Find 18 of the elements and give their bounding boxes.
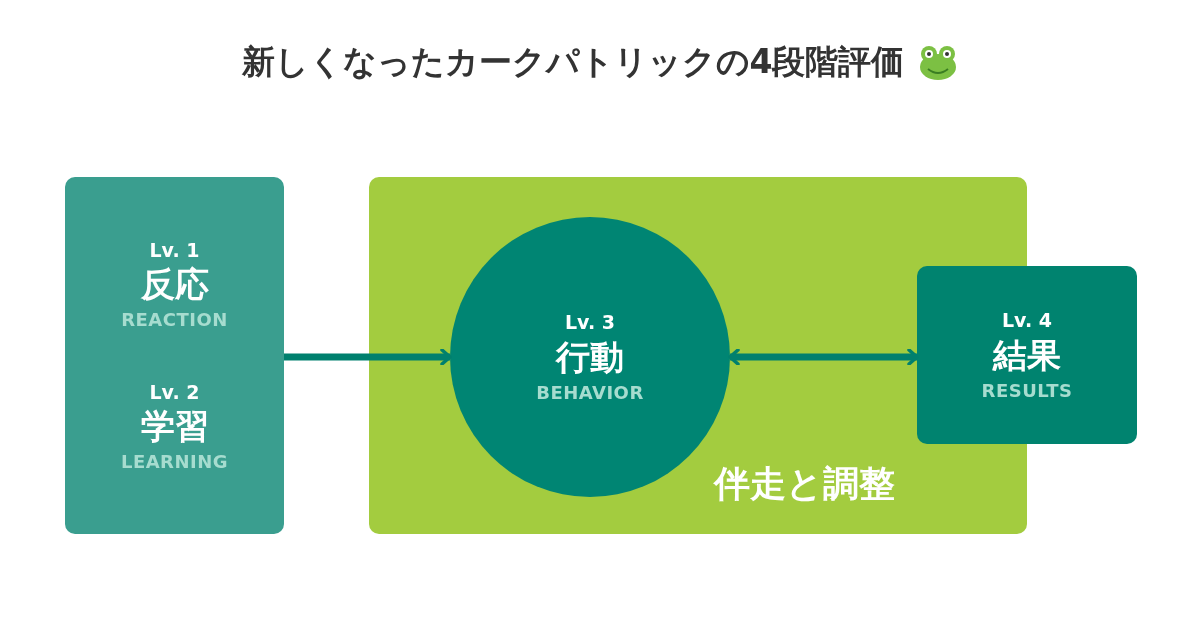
- stage-title: 結果: [993, 333, 1061, 377]
- arrow: [728, 348, 919, 366]
- stage-title: 行動: [556, 335, 624, 379]
- stage-subtitle: RESULTS: [981, 378, 1073, 402]
- band-label: 伴走と調整: [714, 462, 895, 506]
- stage-title: 反応: [140, 263, 209, 307]
- level-label: Lv. 3: [565, 310, 615, 335]
- level-label: Lv. 4: [1002, 308, 1052, 333]
- stage-subtitle: REACTION: [121, 308, 228, 332]
- level-label: Lv. 1: [149, 237, 200, 263]
- stage-subtitle: LEARNING: [120, 450, 229, 474]
- stage-box: [65, 177, 284, 534]
- title: 新しくなったカークパトリックの4段階評価: [241, 41, 905, 83]
- stage-title: 学習: [140, 405, 209, 449]
- stage-subtitle: BEHAVIOR: [536, 380, 644, 404]
- level-label: Lv. 2: [149, 379, 200, 405]
- stage-box: [917, 266, 1137, 444]
- arrow: [284, 348, 452, 366]
